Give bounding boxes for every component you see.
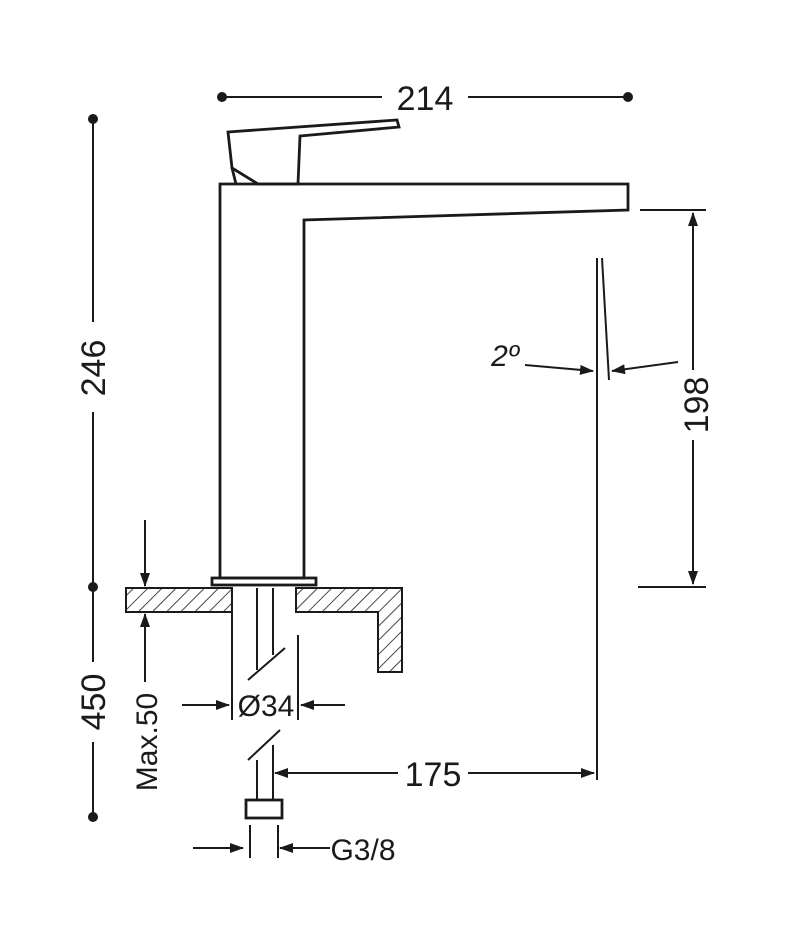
dim-label-198: 198 [678,377,716,434]
g38-connector [244,798,284,820]
dim-label-214: 214 [397,80,454,118]
dim-connection: G3/8 [193,825,396,867]
supply-pipe [244,588,286,820]
dim-label-max50: Max.50 [131,693,164,791]
faucet-handle [226,118,401,186]
dim-spout-height: 198 [638,209,716,588]
dim-diameter: Ø34 [182,612,345,723]
dim-label-angle: 2º [490,340,521,373]
dim-max-thickness: Max.50 [126,520,164,791]
dim-height-total: 246 [75,114,113,592]
faucet-body [210,118,630,587]
dim-label-450: 450 [75,674,113,731]
dim-label-175: 175 [405,756,462,794]
dim-angle: 2º [490,257,679,780]
dim-label-34: Ø34 [238,690,295,723]
dim-450: 450 [75,587,113,822]
dim-width-top: 214 [217,80,633,118]
dim-label-246: 246 [75,340,113,397]
faucet-column [218,182,630,580]
faucet-base-plate [210,576,318,587]
dim-label-g38: G3/8 [330,834,395,867]
dim-reach: 175 [274,756,595,794]
countertop-section [125,587,403,673]
